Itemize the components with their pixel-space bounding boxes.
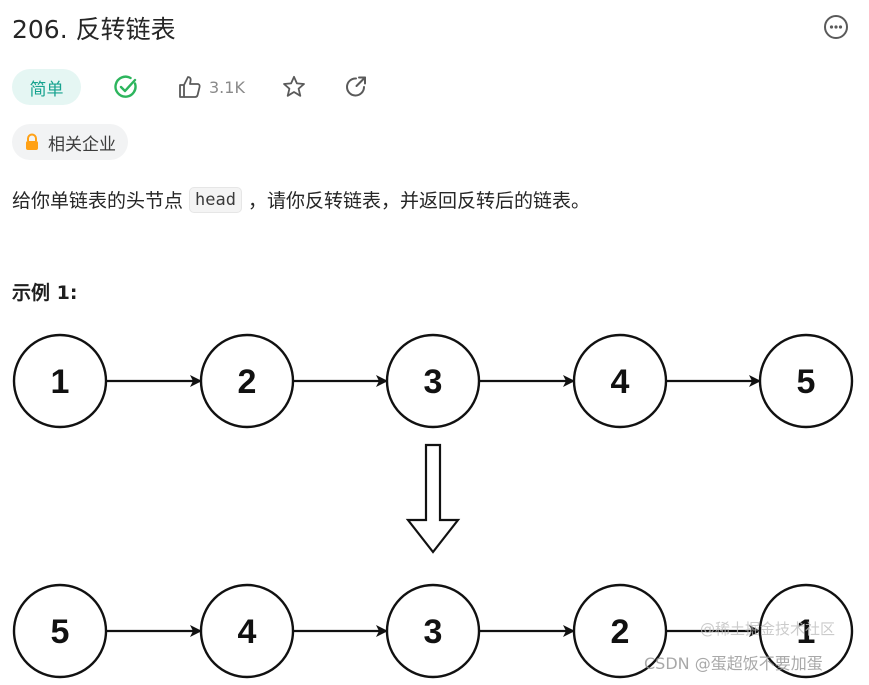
list-before: 1 2 3 4 5 [12, 333, 854, 429]
before-node-1 [12, 333, 108, 429]
linked-list-diagram: 1 2 3 4 5 5 4 3 2 1 [12, 333, 854, 679]
before-node-label-5: 5 [797, 363, 816, 401]
problem-toolbar: 简单 3.1K [12, 68, 369, 106]
after-node-label-4: 2 [611, 613, 630, 651]
thumb-up-icon [179, 76, 201, 98]
before-node-3 [385, 333, 481, 429]
after-node-5 [758, 583, 854, 679]
after-node-label-1: 5 [51, 613, 70, 651]
page-title: 206. 反转链表 [12, 15, 176, 44]
related-companies-label: 相关企业 [48, 134, 116, 155]
problem-description: 给你单链表的头节点 head ，请你反转链表，并返回反转后的链表。 [12, 186, 590, 213]
before-node-2 [199, 333, 295, 429]
after-node-4 [572, 583, 668, 679]
share-icon [345, 76, 366, 97]
down-arrow-icon [405, 443, 461, 554]
star-icon [283, 75, 305, 97]
favorite-button[interactable] [281, 74, 307, 100]
after-node-1 [12, 583, 108, 679]
before-node-4 [572, 333, 668, 429]
example-title: 示例 1: [12, 282, 78, 304]
watermark-csdn: CSDN @蛋超饭不要加蛋 [644, 654, 823, 673]
before-node-label-2: 2 [238, 363, 257, 401]
after-node-2 [199, 583, 295, 679]
related-companies-tag[interactable]: 相关企业 [12, 124, 128, 160]
description-prefix: 给你单链表的头节点 [12, 190, 184, 212]
watermark-juejin: @稀土掘金技术社区 [700, 620, 836, 638]
more-options-button[interactable] [823, 14, 849, 40]
after-node-label-2: 4 [238, 613, 257, 651]
solved-status-button[interactable] [113, 74, 139, 100]
like-button[interactable]: 3.1K [177, 74, 245, 100]
before-node-label-4: 4 [611, 363, 630, 401]
like-count: 3.1K [209, 77, 245, 97]
after-node-3 [385, 583, 481, 679]
description-suffix: ，请你反转链表，并返回反转后的链表。 [247, 190, 590, 212]
lock-icon [26, 133, 38, 150]
more-icon [824, 15, 848, 39]
after-node-label-3: 3 [424, 613, 443, 651]
list-after: 5 4 3 2 1 [12, 583, 854, 679]
difficulty-badge: 简单 [12, 69, 81, 105]
inline-code-head: head [189, 186, 242, 213]
before-node-5 [758, 333, 854, 429]
after-node-label-5: 1 [797, 613, 816, 651]
before-node-label-1: 1 [51, 363, 70, 401]
before-node-label-3: 3 [424, 363, 443, 401]
share-button[interactable] [343, 74, 369, 100]
check-circle-icon [114, 75, 137, 98]
